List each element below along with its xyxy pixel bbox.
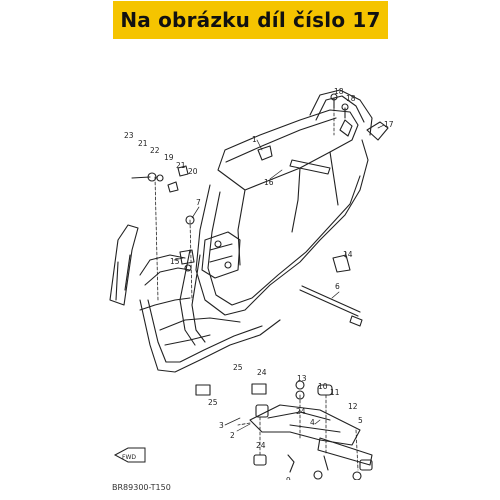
- callout-4: 4: [310, 418, 315, 427]
- title-banner: Na obrázku díl číslo 17: [113, 1, 388, 39]
- frame-main-tube: [195, 109, 369, 316]
- callout-12: 12: [348, 402, 358, 411]
- callout-24a: 24: [257, 368, 267, 377]
- side-cover-bracket: [332, 254, 351, 273]
- leader-lines: [154, 107, 359, 471]
- upper-bolts: [131, 165, 195, 272]
- callout-14: 14: [343, 250, 353, 259]
- callout-20: 20: [188, 167, 198, 176]
- callout-15: 15: [170, 257, 180, 266]
- callout-21a: 21: [138, 139, 148, 148]
- rubber-pads: [195, 383, 267, 396]
- callout-11: 11: [330, 388, 340, 397]
- bushings: [253, 380, 373, 480]
- callout-18b: 18: [346, 94, 356, 103]
- callout-16: 16: [264, 178, 274, 187]
- callout-19: 19: [164, 153, 174, 162]
- frame-rear-subframe: [309, 89, 373, 137]
- engine-mount-bracket: [201, 231, 241, 279]
- frame-bracket-1: [257, 145, 273, 161]
- callout-22: 22: [150, 146, 160, 155]
- title-text: Na obrázku díl číslo 17: [120, 8, 381, 32]
- frame-down-tubes: [109, 224, 191, 311]
- parts-diagram: FWD 1 2 3 4 5 6 7 8 9 9 10 11 12 13 14 1…: [109, 87, 394, 480]
- callout-9a: 9: [286, 476, 291, 480]
- frame-lower-cradle: [139, 249, 281, 373]
- callout-24c: 24: [256, 441, 266, 450]
- callout-24b: 24: [296, 407, 306, 416]
- mount-plate: [179, 249, 195, 265]
- callout-5: 5: [358, 416, 363, 425]
- diagram-code: BR89300-T150: [112, 483, 171, 492]
- fwd-label: FWD: [122, 454, 136, 461]
- callout-leaders: [173, 124, 385, 432]
- callout-25a: 25: [233, 363, 243, 372]
- callout-1: 1: [252, 135, 257, 144]
- callout-3: 3: [219, 421, 224, 430]
- callout-25b: 25: [208, 398, 218, 407]
- callout-18a: 18: [334, 87, 344, 96]
- callout-21b: 21: [176, 161, 186, 170]
- engine-mount-bolt: [299, 285, 363, 327]
- callout-6: 6: [335, 282, 340, 291]
- rear-bracket: [366, 121, 389, 141]
- callout-13: 13: [297, 374, 307, 383]
- callout-7: 7: [196, 198, 201, 207]
- callout-23: 23: [124, 131, 134, 140]
- top-bolts: [330, 93, 349, 119]
- callout-2: 2: [230, 431, 235, 440]
- callout-17: 17: [384, 120, 394, 129]
- forward-arrow-icon: FWD: [113, 447, 146, 463]
- callout-9b: 9: [353, 479, 358, 480]
- cross-member-bar: [289, 159, 331, 175]
- callout-10: 10: [318, 382, 328, 391]
